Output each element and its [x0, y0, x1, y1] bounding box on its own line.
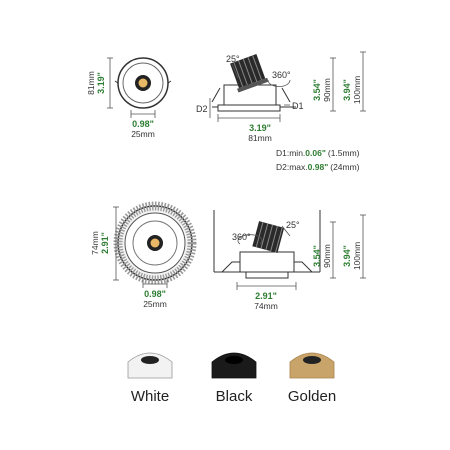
note-d1: D1:min.0.06"(1.5mm)	[276, 148, 360, 158]
finish-label-golden: Golden	[287, 388, 337, 405]
top-rotate-angle: 360°	[272, 70, 291, 80]
top-front-height-mm: 81mm	[86, 71, 96, 95]
top-d1-label: D1	[292, 101, 304, 111]
bottom-side-height1-mm: 90mm	[322, 244, 332, 268]
bottom-side-height2-mm: 100mm	[352, 242, 362, 270]
depth-notes: D1:min.0.06"(1.5mm) D2:max.0.98"(24mm)	[276, 148, 360, 172]
top-side-height2-in: 3.94"	[342, 79, 352, 101]
top-side-height1-mm: 90mm	[322, 78, 332, 102]
top-front-width-mm: 25mm	[131, 129, 155, 139]
finish-black	[211, 352, 257, 379]
top-side-view: 25° 360° D2 D1 3.54" 90mm 3.94" 100mm 3.…	[196, 51, 366, 143]
top-side-height2-mm: 100mm	[352, 76, 362, 104]
top-side-height1-in: 3.54"	[312, 79, 322, 101]
top-front-height-in: 3.19"	[96, 72, 106, 94]
finish-label-white: White	[130, 388, 170, 405]
note-d2: D2:max.0.98"(24mm)	[276, 162, 360, 172]
bottom-side-height2-in: 3.94"	[342, 245, 352, 267]
bottom-front-width-in: 0.98"	[144, 289, 166, 299]
top-side-width-mm: 81mm	[248, 133, 272, 143]
bottom-front-width-mm: 25mm	[143, 299, 167, 309]
top-tilt-angle: 25°	[226, 54, 240, 64]
top-d2-label: D2	[196, 104, 208, 114]
top-front-width-in: 0.98"	[132, 119, 154, 129]
top-front-view: 3.19" 81mm 0.98" 25mm	[86, 57, 172, 139]
bottom-front-height-in: 2.91"	[100, 232, 110, 254]
bottom-side-view: 360° 25° 3.54" 90mm 3.94" 100mm 2.91" 74…	[213, 210, 366, 311]
top-side-width-in: 3.19"	[249, 123, 271, 133]
finish-golden	[289, 352, 335, 379]
bottom-side-height1-in: 3.54"	[312, 245, 322, 267]
bottom-side-width-in: 2.91"	[255, 291, 277, 301]
finish-swatches	[127, 352, 335, 379]
bottom-front-view: 2.91" 74mm 0.98" 25mm	[90, 201, 197, 309]
bottom-tilt-angle: 25°	[286, 220, 300, 230]
bottom-front-height-mm: 74mm	[90, 231, 100, 255]
bottom-rotate-angle: 360°	[232, 232, 251, 242]
bottom-side-width-mm: 74mm	[254, 301, 278, 311]
finish-label-black: Black	[215, 388, 253, 405]
finish-white	[127, 352, 173, 379]
